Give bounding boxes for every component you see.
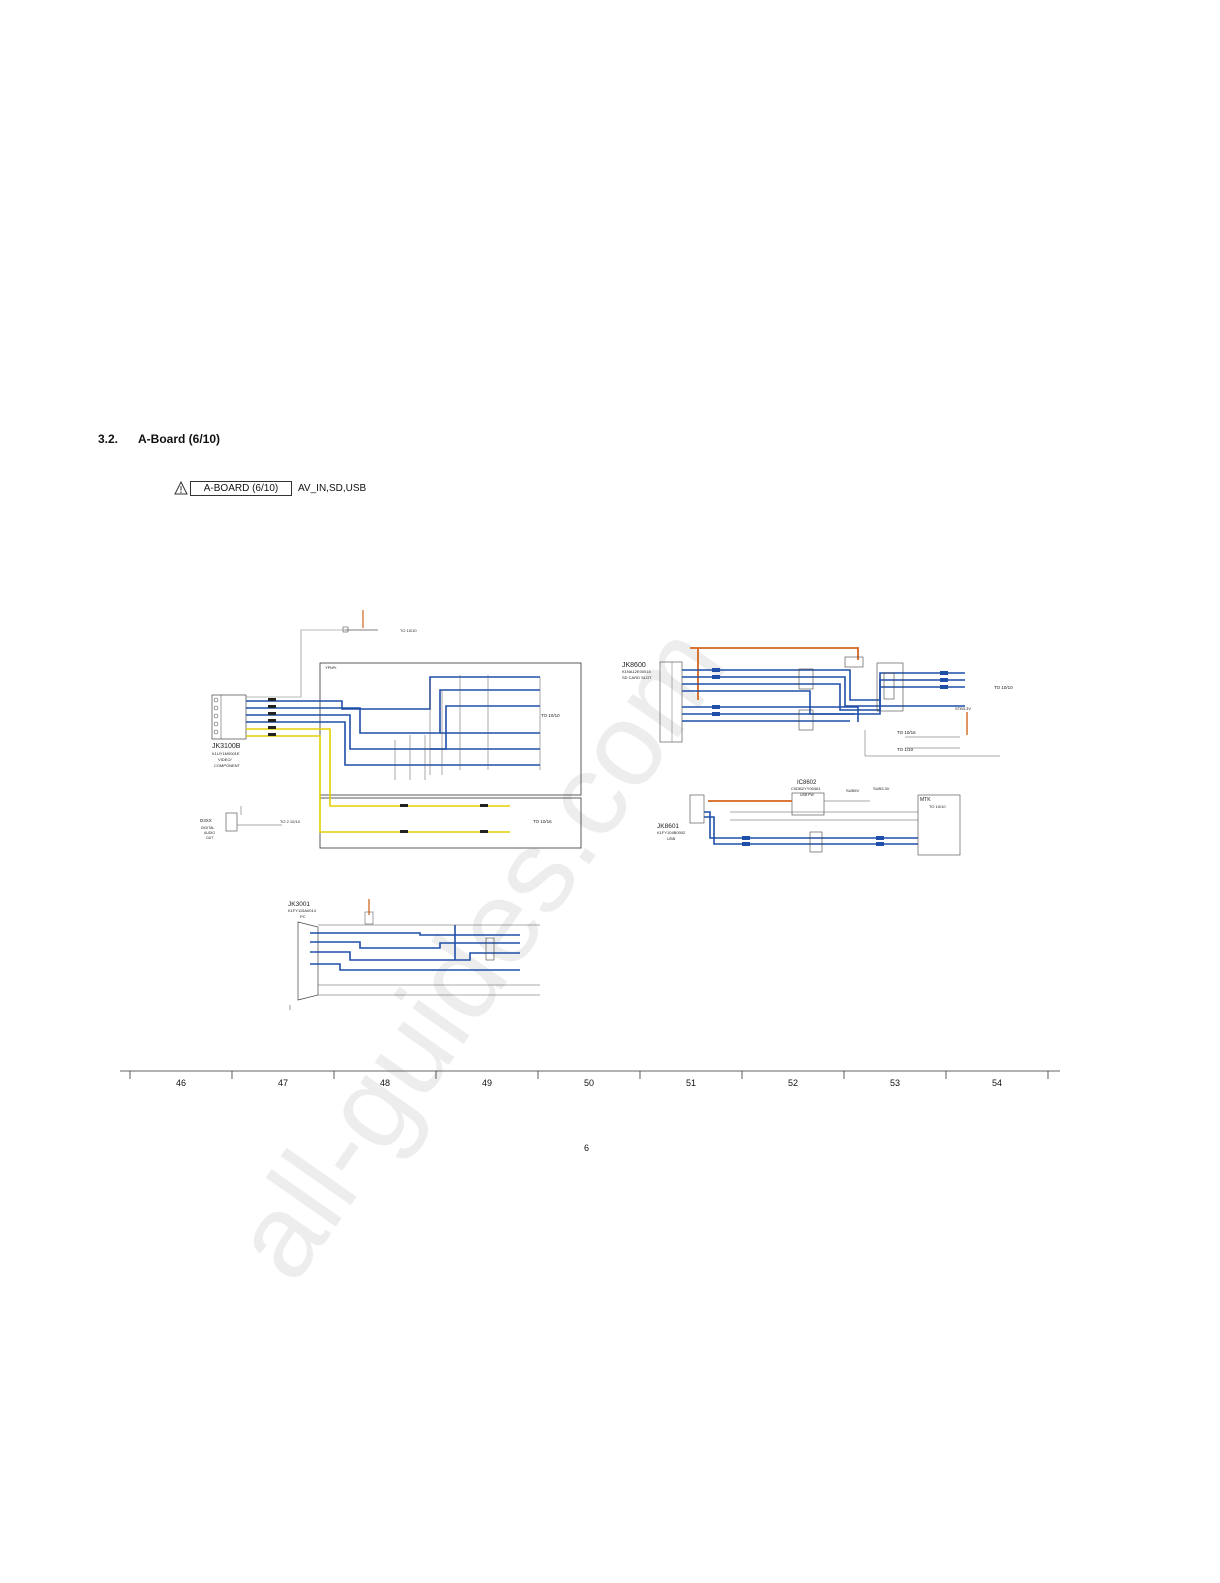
jk8600-ref: JK8600 — [622, 662, 646, 669]
ruler-label: 53 — [889, 1078, 900, 1088]
ypbpr-label: YPbPr — [325, 665, 337, 670]
board-label: A-BOARD (6/10) — [190, 480, 292, 496]
mtk-block: MTK TO 10/10 — [917, 794, 961, 856]
digital-out-ref: D3XX — [200, 818, 212, 823]
jk3100b-sub1: VIDEO/ — [218, 757, 232, 762]
to-1-10: TO 1/10 — [897, 747, 914, 752]
board-description: AV_IN,SD,USB — [298, 482, 367, 494]
to-10-10-mid: TO 10/10 — [541, 713, 560, 718]
ic8602-part: C0DBZYY00461 — [791, 786, 821, 791]
to-10-10-right: TO 10/10 — [994, 685, 1013, 690]
jk3100b-block: JK3100B K1UY1M0001E VIDEO/ COMPONENT — [211, 694, 247, 768]
digital-out-line3: OUT — [206, 836, 214, 840]
ic8602-ref: IC8602 — [797, 780, 817, 786]
jk8601-block: JK8601 K1FY104B0002 USB — [657, 794, 705, 841]
ruler-label: 54 — [991, 1078, 1002, 1088]
ypbpr-box — [319, 662, 582, 796]
ruler-label: 50 — [583, 1078, 594, 1088]
jk3001-block: JK3001 K1FY115A0014 PC — [288, 901, 319, 1001]
sub3v-label: SUB3.3V — [873, 786, 890, 791]
jk8601-sub: USB — [667, 836, 676, 841]
ic8602-sub: USB PW — [800, 793, 815, 797]
section-title: A-Board (6/10) — [138, 432, 221, 446]
ruler — [120, 1070, 1060, 1079]
stb-label: STB3.3V — [955, 706, 971, 711]
to-2-10-10: TO 2 10/10 — [280, 819, 301, 824]
section-heading: 3.2. A-Board (6/10) — [98, 432, 220, 446]
ruler-label: 51 — [685, 1078, 696, 1088]
jk3100b-sub2: COMPONENT — [214, 763, 241, 768]
jk8600-part: K1NA12E00015 — [622, 669, 651, 674]
to-10-16-right: TO 10/16 — [897, 730, 916, 735]
digital-out-line1: DIGITAL — [201, 826, 214, 830]
jk3001-ref: JK3001 — [288, 901, 310, 908]
page-number: 6 — [584, 1143, 590, 1153]
mtk-to: TO 10/10 — [929, 804, 946, 809]
jk3001-part: K1FY115A0014 — [288, 908, 317, 913]
jk3100b-ref: JK3100B — [212, 743, 241, 750]
ic8602-block: IC8602 C0DBZYY00461 USB PW — [791, 780, 825, 816]
jk8600-block: JK8600 K1NA12E00015 SD CARD SLOT — [622, 661, 683, 743]
jk8601-part: K1FY104B0002 — [657, 830, 686, 835]
digital-out-block: D3XX DIGITAL AUDIO OUT TO 2 10/10 — [200, 806, 301, 840]
ruler-label: 46 — [175, 1078, 186, 1088]
digital-out-line2: AUDIO — [204, 831, 215, 835]
ruler-label: 49 — [481, 1078, 492, 1088]
jk3100b-part: K1UY1M0001E — [212, 751, 240, 756]
to-10-10-top: TO 10/10 — [400, 628, 417, 633]
warning-triangle-icon — [174, 481, 188, 495]
jk3001-sub: PC — [300, 914, 306, 919]
jk8600-sub: SD CARD SLOT — [622, 675, 652, 680]
ruler-label: 47 — [277, 1078, 288, 1088]
sub5v-label: SUB5V — [846, 788, 859, 793]
to-10-16: TO 10/16 — [533, 819, 552, 824]
jk8601-ref: JK8601 — [657, 823, 679, 830]
board-label-box: A-BOARD (6/10) AV_IN,SD,USB — [174, 480, 366, 496]
mtk-label: MTK — [920, 797, 931, 803]
ruler-label: 48 — [379, 1078, 390, 1088]
section-number: 3.2. — [98, 432, 119, 446]
ruler-label: 52 — [787, 1078, 798, 1088]
